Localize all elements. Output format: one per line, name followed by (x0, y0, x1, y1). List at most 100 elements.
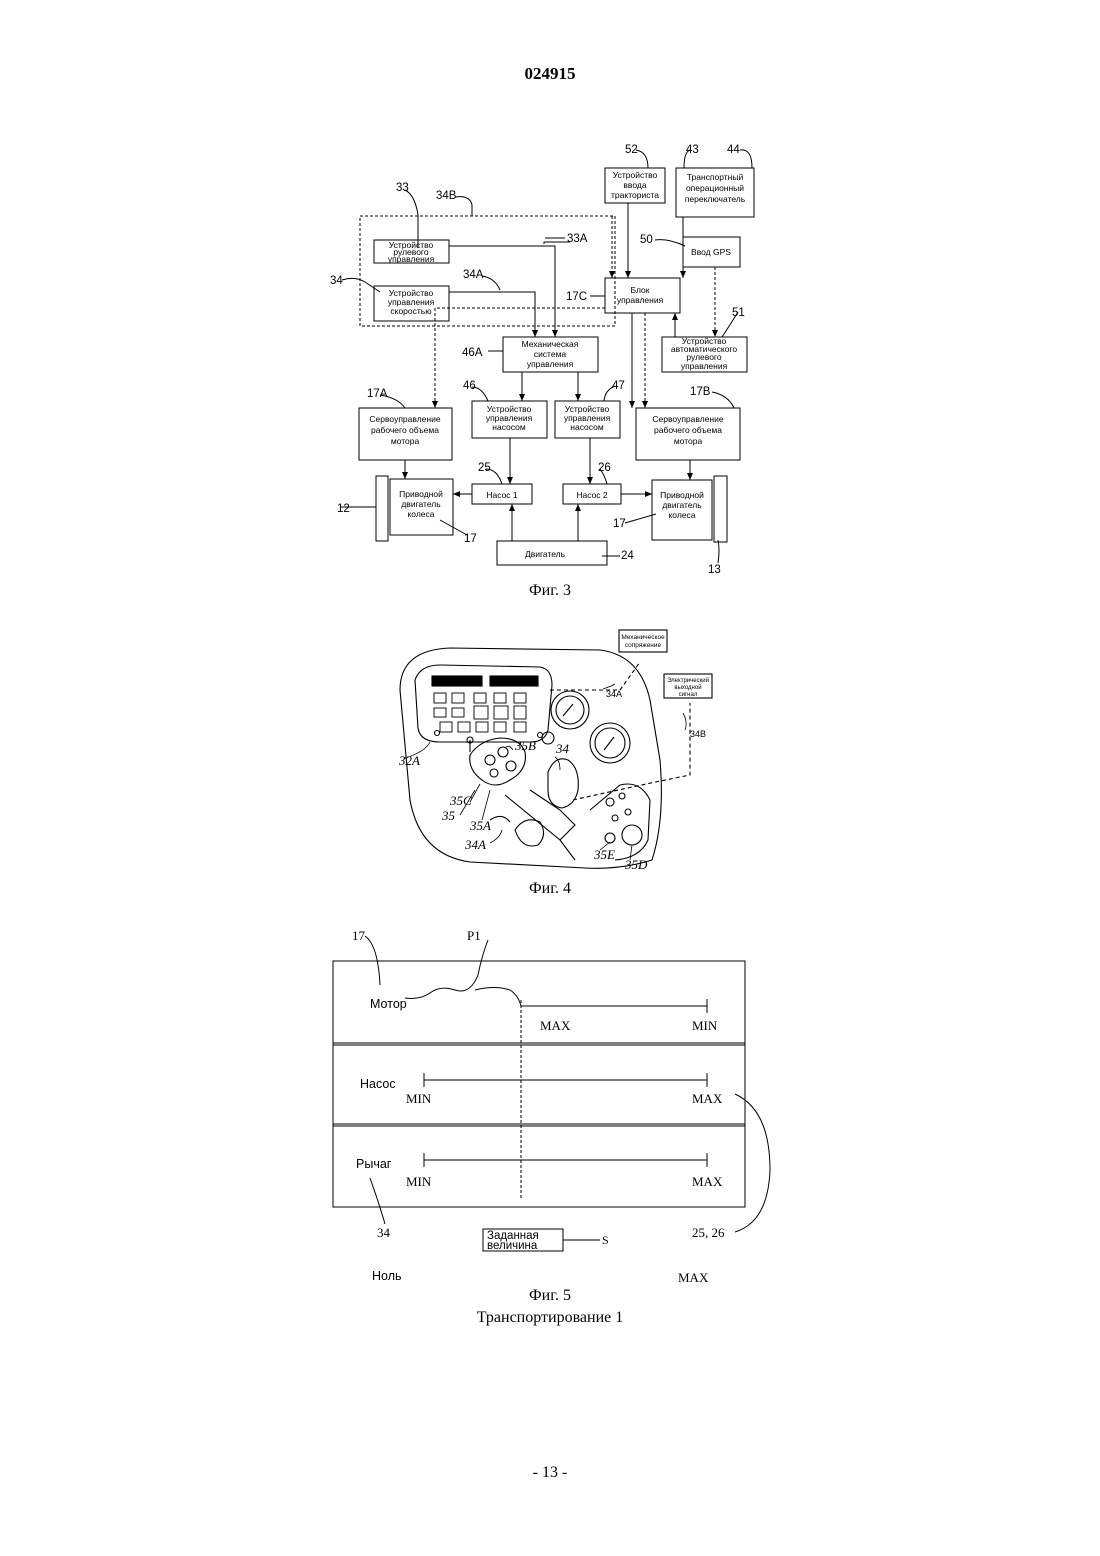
text-mech-coupling-1: Механическое (621, 634, 665, 641)
svg-text:тракториста: тракториста (611, 190, 659, 200)
svg-text:рабочего объема: рабочего объема (371, 425, 439, 435)
setpoint-line-2: величина (487, 1240, 538, 1252)
text-steer-3: управления (388, 254, 435, 264)
ref-47: 47 (612, 380, 625, 392)
text-driver-1: Устройство (613, 170, 658, 180)
text-pump1: Насос 1 (486, 490, 518, 500)
ref-13: 13 (708, 564, 721, 576)
svg-text:выходной: выходной (674, 684, 701, 691)
text-mech-1: Механическая (522, 339, 579, 349)
ref4-35c: 35C (449, 793, 472, 808)
text-gps: Ввод GPS (691, 247, 731, 257)
row-pump-right: MAX (692, 1091, 723, 1106)
ref4-35a: 35A (469, 818, 491, 833)
ref-33: 33 (396, 182, 409, 194)
page-number: - 13 - (0, 1464, 1100, 1482)
figure-4-texts: Механическое сопряжение Электрический вы… (398, 634, 709, 872)
ref4-35d: 35D (624, 857, 648, 872)
ref-44: 44 (727, 144, 740, 156)
figure-5-caption: Фиг. 5 (529, 1287, 571, 1304)
ref5-s: S (602, 1233, 609, 1247)
text-servo-right-2: рабочего объема (654, 425, 722, 435)
text-wheel-left-2: двигатель (401, 499, 441, 509)
text-mech-2: система (534, 349, 567, 359)
text-wheel-left-1: Приводной (399, 489, 443, 499)
ref4-34a: 34A (606, 689, 622, 699)
svg-text:Приводной: Приводной (660, 490, 704, 500)
row-pump-left: MIN (406, 1091, 432, 1106)
ref-12: 12 (337, 503, 350, 515)
ref-17-right: 17 (613, 518, 626, 530)
ref-26: 26 (598, 462, 611, 474)
row-motor-left: MAX (540, 1018, 571, 1033)
text-switch-3: переключатель (685, 194, 746, 204)
svg-text:система: система (534, 349, 567, 359)
text-mech-coupling-2: сопряжение (625, 642, 662, 649)
svg-text:управления: управления (681, 361, 728, 371)
figure-5-subcaption: Транспортирование 1 (477, 1309, 624, 1326)
text-elec-signal-3: сигнал (679, 692, 698, 698)
svg-text:сигнал: сигнал (679, 692, 698, 698)
text-auto-4: управления (681, 361, 728, 371)
svg-text:Электрический: Электрический (667, 677, 709, 684)
text-speed-3: скоростью (390, 306, 432, 316)
text-servo-left-3: мотора (391, 436, 420, 446)
wheel-right-plate (714, 476, 727, 542)
text-pump-ctrl-2c: насосом (570, 422, 604, 432)
text-pump-ctrl-1c: насосом (492, 422, 526, 432)
ref-46: 46 (463, 380, 476, 392)
text-driver-3: тракториста (611, 190, 659, 200)
axis-bottom-left: Ноль (372, 1269, 402, 1283)
text-wheel-left-3: колеса (407, 509, 434, 519)
figure-3-box-texts: Устройство рулевого управления Устройств… (369, 170, 745, 559)
figure-3-caption: Фиг. 3 (529, 582, 571, 599)
text-engine: Двигатель (525, 549, 566, 559)
row-motor-right: MIN (692, 1018, 718, 1033)
svg-text:Устройство: Устройство (613, 170, 658, 180)
svg-text:сопряжение: сопряжение (625, 642, 662, 649)
text-wheel-right-2: двигатель (662, 500, 702, 510)
text-wheel-right-3: колеса (668, 510, 695, 520)
svg-text:операционный: операционный (686, 183, 744, 193)
ref-50: 50 (640, 234, 653, 246)
ref-17b: 17B (690, 386, 711, 398)
svg-text:мотора: мотора (391, 436, 420, 446)
text-switch-1: Транспортный (687, 172, 744, 182)
svg-text:Двигатель: Двигатель (525, 549, 566, 559)
ref4-34b: 34B (690, 729, 706, 739)
ref-33a: 33A (567, 233, 588, 245)
ref4-35b: 35B (514, 738, 536, 753)
svg-text:переключатель: переключатель (685, 194, 746, 204)
wheel-left-plate (376, 476, 388, 541)
ref5-34: 34 (377, 1225, 391, 1240)
svg-text:управления: управления (527, 359, 574, 369)
text-elec-signal-1: Электрический (667, 677, 709, 684)
knob-35d (622, 825, 642, 845)
ref5-17: 17 (352, 928, 366, 943)
svg-text:Насос 2: Насос 2 (576, 490, 608, 500)
svg-text:управления: управления (617, 295, 664, 305)
text-control-1: Блок (631, 285, 650, 295)
ref4-32a: 32A (398, 753, 420, 768)
ref-43: 43 (686, 144, 699, 156)
row-lever-left: MIN (406, 1174, 432, 1189)
svg-text:Приводной: Приводной (399, 489, 443, 499)
svg-text:Насос 1: Насос 1 (486, 490, 518, 500)
svg-text:управления: управления (388, 254, 435, 264)
ref4-34a-bottom: 34A (464, 837, 486, 852)
ref-34: 34 (330, 275, 343, 287)
text-servo-right-3: мотора (674, 436, 703, 446)
ref-25: 25 (478, 462, 491, 474)
row-lever-right: MAX (692, 1174, 723, 1189)
ref-51: 51 (732, 307, 745, 319)
ref-34b: 34B (436, 190, 457, 202)
svg-text:насосом: насосом (492, 422, 526, 432)
text-servo-left-2: рабочего объема (371, 425, 439, 435)
ref-17-left: 17 (464, 533, 477, 545)
svg-text:мотора: мотора (674, 436, 703, 446)
figure-4-caption: Фиг. 4 (529, 880, 571, 897)
svg-text:двигатель: двигатель (662, 500, 702, 510)
svg-text:Ввод GPS: Ввод GPS (691, 247, 731, 257)
joystick-lever-34 (548, 759, 578, 808)
axis-bottom-right: MAX (678, 1270, 709, 1285)
